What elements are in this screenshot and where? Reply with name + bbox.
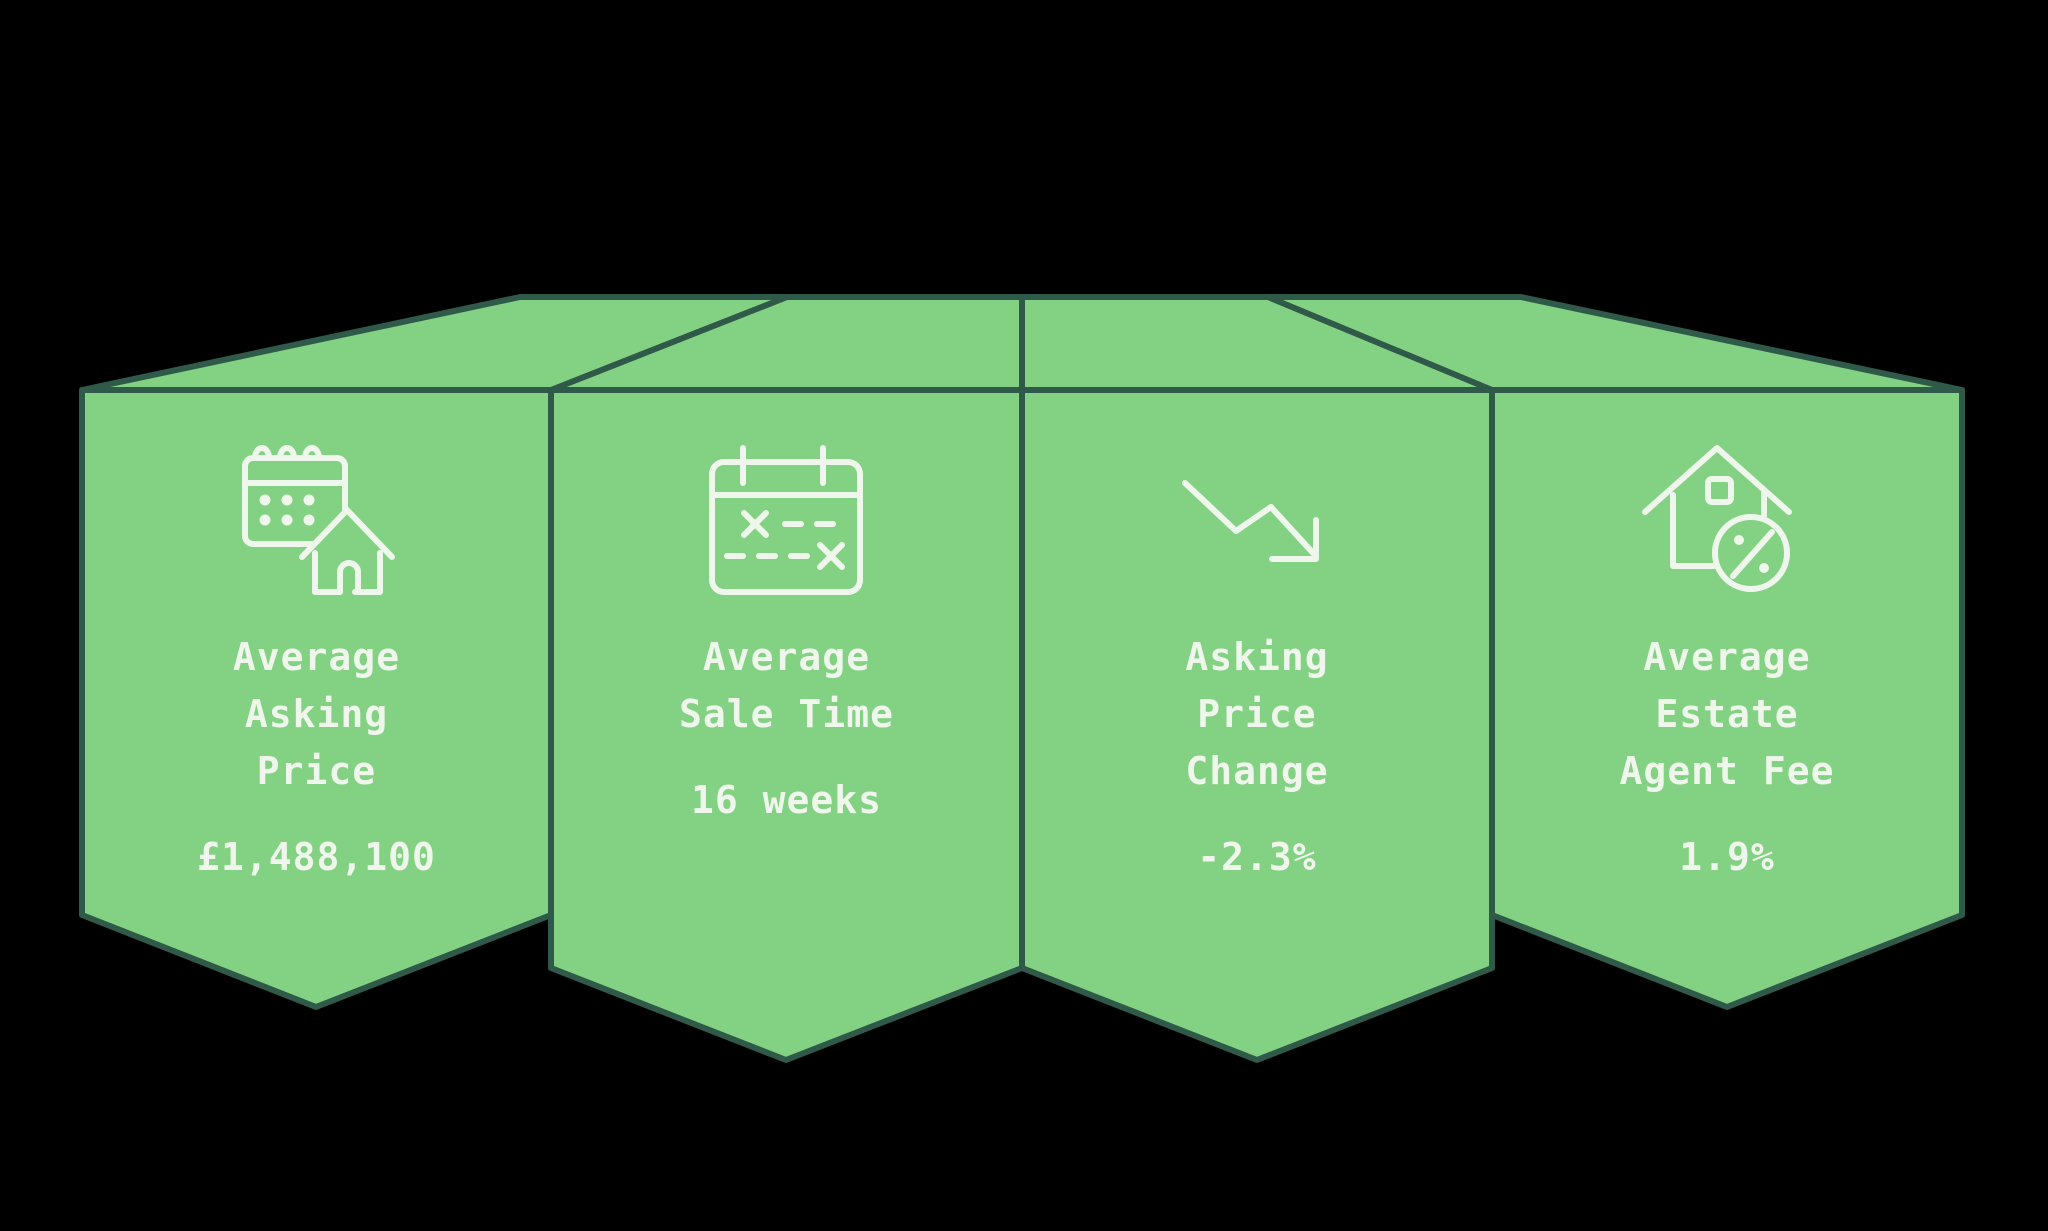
panel-average-asking-price-text: Average Asking Price £1,488,100 [82,629,551,886]
panel-value: £1,488,100 [197,835,436,879]
panel-title-line: Average [702,635,871,679]
house-wall-left [1670,492,1717,569]
panel-title-line: Agent Fee [1619,749,1835,793]
panel-title-line: Average [232,635,401,679]
panel-title: Average Sale Time [551,629,1022,743]
house-roof [299,507,395,560]
house-walls [312,550,383,595]
ceiling-fold-line-1 [548,294,790,393]
panel-title: Average Asking Price [82,629,551,800]
house-door [337,560,361,595]
panel-value: -2.3% [1197,835,1317,879]
panel-average-sale-time-text: Average Sale Time 16 weeks [551,629,1022,829]
banner-panel-1 [79,387,554,1010]
panel-average-estate-agent-fee-text: Average Estate Agent Fee 1.9% [1492,629,1962,886]
calendar-house-icon [242,445,395,595]
date-cross-1 [741,510,769,538]
trend-arrowhead [1269,517,1319,562]
house-window [1705,476,1734,505]
date-cross-2 [817,542,845,570]
calendar-crossed-dates-icon [709,445,863,595]
panel-title-line: Asking [1185,635,1329,679]
banner-panel-3 [1019,387,1495,1063]
calendar-ring-icon [252,445,322,461]
banner-panel-2 [548,387,1025,1063]
calendar-dots [259,494,315,526]
panel-asking-price-change-text: Asking Price Change -2.3% [1022,629,1492,886]
panel-title-line: Average [1643,635,1811,679]
panel-value: 1.9% [1679,835,1775,879]
percent-dot-top [1734,535,1744,545]
percent-slash [1730,529,1775,579]
trend-down-arrow-icon [1182,480,1319,562]
panel-title-line: Asking [244,692,389,736]
panel-title-line: Price [1197,692,1317,736]
panel-title-line: Price [256,749,377,793]
calendar-body [242,455,348,547]
panel-title: Asking Price Change [1022,629,1492,800]
percent-dot-bottom [1759,563,1769,573]
ceiling-fold-line-3 [1265,294,1495,393]
panel-title: Average Estate Agent Fee [1492,629,1962,800]
banner-panel-4 [1489,387,1965,1010]
house-mask [300,508,394,594]
house-percent-icon [1642,445,1792,592]
calendar-body [709,459,863,595]
panel-value: 16 weeks [690,778,883,822]
trend-zigzag-line [1182,480,1316,556]
panel-title-line: Sale Time [679,692,894,736]
panel-title-line: Estate [1655,692,1799,736]
panel-title-line: Change [1185,749,1329,793]
